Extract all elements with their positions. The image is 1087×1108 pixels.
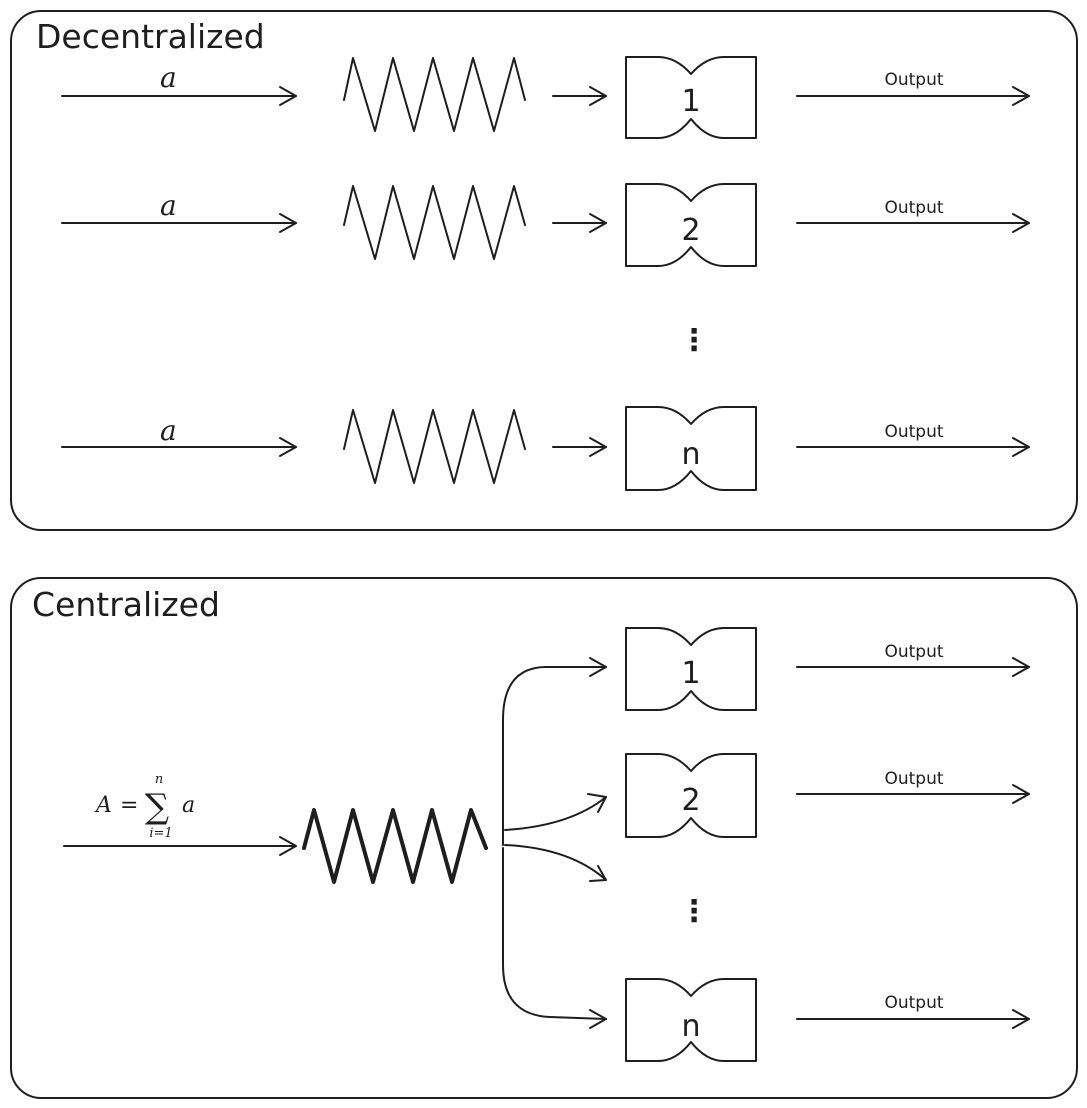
central-output-arrow-1 xyxy=(796,657,1030,677)
formula-lhs: A xyxy=(94,793,112,818)
feed-arrow-2 xyxy=(552,213,607,233)
central-output-label-1: Output xyxy=(884,642,943,662)
centralized-row-n: n Output xyxy=(625,978,1030,1062)
centralized-row-1: 1 Output xyxy=(625,627,1030,711)
input-arrow-2 xyxy=(61,213,297,233)
central-unit-label-n: n xyxy=(681,1009,700,1044)
branch-to-unit-2 xyxy=(504,796,607,831)
distribution-branches xyxy=(502,657,607,1029)
formula-lower-limit: i=1 xyxy=(149,826,172,841)
branch-to-unit-1 xyxy=(502,666,607,846)
central-output-arrow-n xyxy=(796,1009,1030,1029)
formula-sum-symbol: ∑ xyxy=(145,787,169,827)
central-unit-n xyxy=(625,978,757,1062)
feed-arrow-1 xyxy=(552,86,607,106)
decentralized-panel-frame xyxy=(10,10,1078,531)
output-arrow-2 xyxy=(796,213,1030,233)
central-output-arrow-2 xyxy=(796,784,1030,804)
processing-unit-n xyxy=(625,406,757,491)
aggregate-input-arrow xyxy=(63,836,297,856)
centralized-panel: Centralized A = ∑ n i=1 a xyxy=(10,577,1078,1099)
branch-to-unit-n xyxy=(502,847,607,1020)
decentralized-row-n: a n Output xyxy=(61,406,1030,491)
processing-unit-2 xyxy=(625,183,757,267)
centralized-row-2: 2 Output xyxy=(625,753,1030,838)
resistor-1 xyxy=(343,57,526,132)
central-resistor xyxy=(302,808,488,884)
central-unit-label-1: 1 xyxy=(681,656,700,691)
formula-upper-limit: n xyxy=(155,772,163,787)
output-label-n: Output xyxy=(884,422,943,442)
processing-unit-1 xyxy=(625,56,757,139)
formula-term: a xyxy=(182,793,195,818)
formula-equals: = xyxy=(120,793,138,818)
unit-label-1: 1 xyxy=(681,84,700,119)
central-output-label-2: Output xyxy=(884,769,943,789)
output-label-2: Output xyxy=(884,198,943,218)
branch-to-ellipsis xyxy=(504,844,607,881)
decentralized-title: Decentralized xyxy=(36,17,265,56)
decentralized-panel: Decentralized a 1 Output a xyxy=(10,10,1078,531)
unit-label-n: n xyxy=(681,437,700,472)
output-label-1: Output xyxy=(884,70,943,90)
output-arrow-1 xyxy=(796,86,1030,106)
input-label-n: a xyxy=(160,414,177,447)
central-output-label-n: Output xyxy=(884,993,943,1013)
decentralized-row-2: a 2 Output xyxy=(61,183,1030,267)
input-label-2: a xyxy=(160,189,177,222)
centralized-ellipsis: ⋮ xyxy=(679,894,709,929)
centralized-panel-frame xyxy=(10,577,1078,1099)
feed-arrow-n xyxy=(552,437,607,457)
central-unit-label-2: 2 xyxy=(681,783,700,818)
resistor-n xyxy=(343,409,526,484)
output-arrow-n xyxy=(796,437,1030,457)
input-arrow-n xyxy=(61,437,297,457)
central-unit-1 xyxy=(625,627,757,711)
decentralized-ellipsis: ⋮ xyxy=(679,323,709,358)
resistor-2 xyxy=(343,185,526,260)
central-unit-2 xyxy=(625,753,757,838)
centralized-title: Centralized xyxy=(32,585,220,624)
unit-label-2: 2 xyxy=(681,213,700,248)
decentralized-row-1: a 1 Output xyxy=(61,56,1030,139)
input-arrow-1 xyxy=(61,86,297,106)
input-label-1: a xyxy=(160,61,177,94)
aggregate-formula: A = ∑ n i=1 a xyxy=(94,772,195,841)
